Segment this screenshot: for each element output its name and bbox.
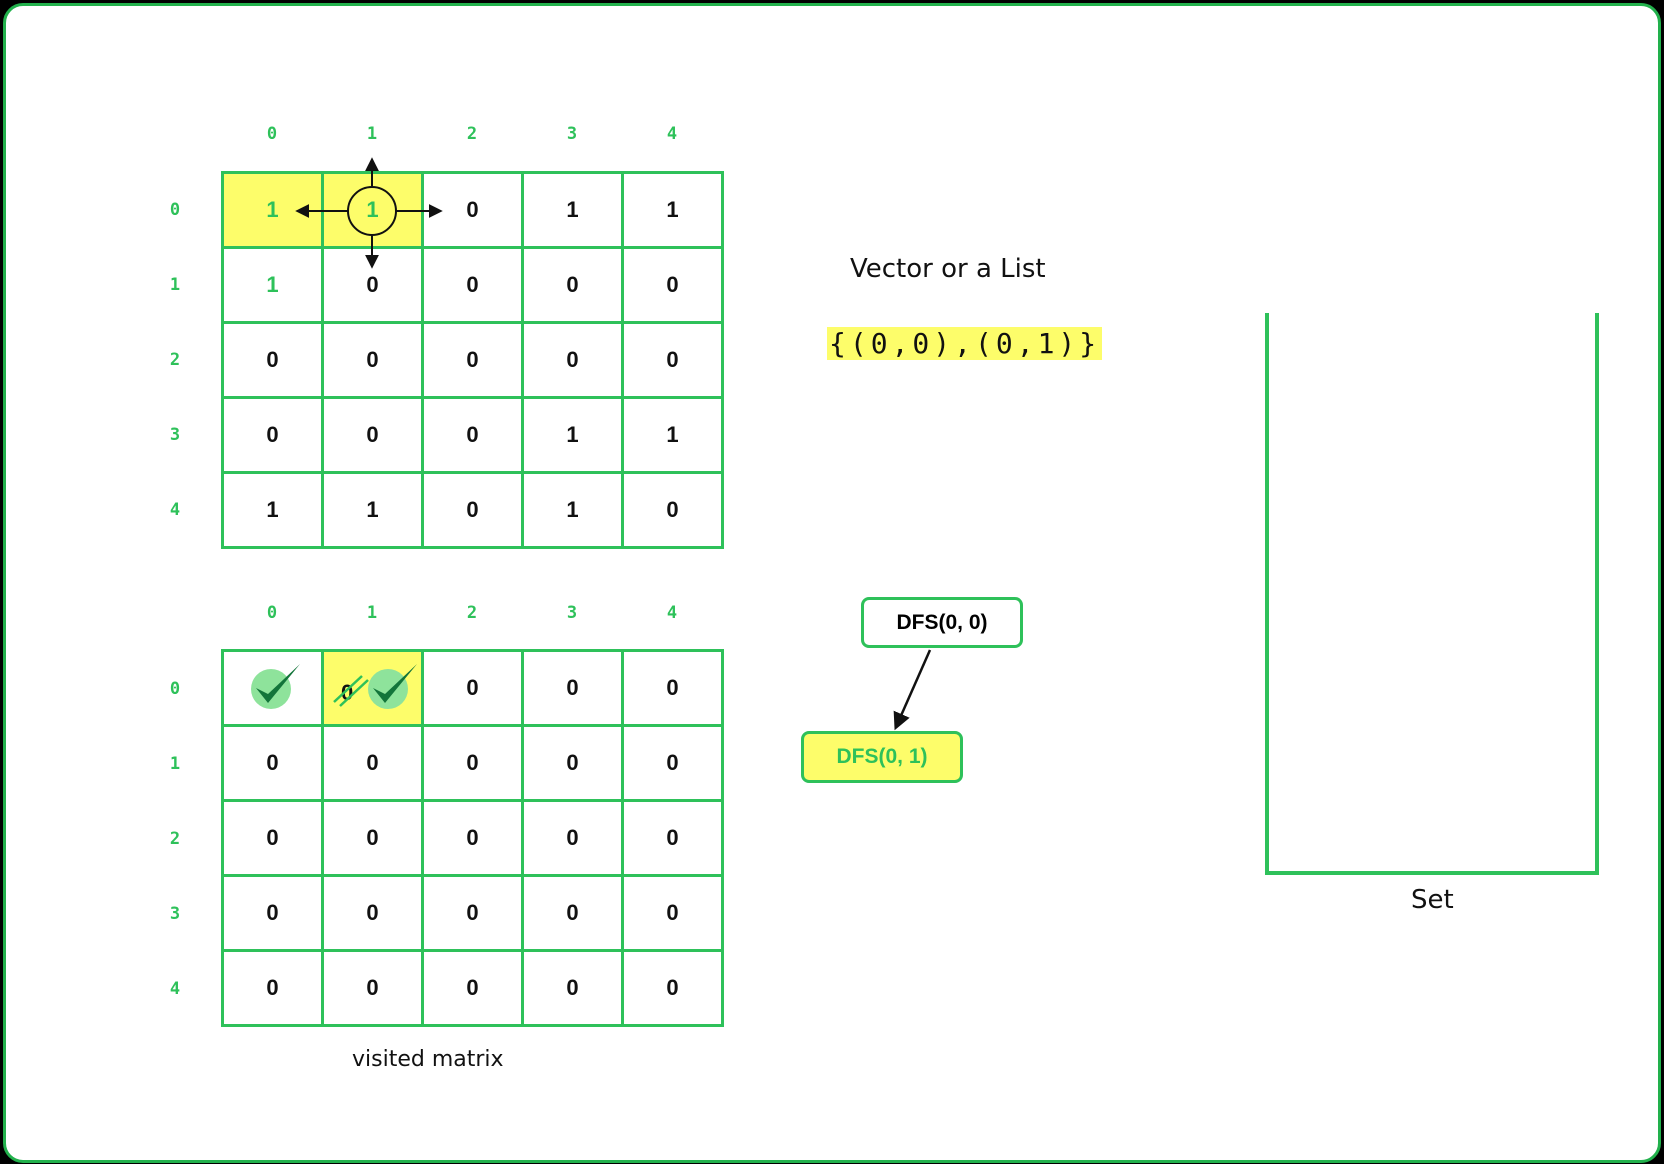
visited-cell: 0	[224, 952, 324, 1027]
visited-cell	[224, 652, 324, 727]
visited-row-header: 2	[169, 829, 181, 849]
visited-cell: 0	[524, 727, 624, 802]
vector-title: Vector or a List	[850, 254, 1046, 284]
grid-cell: 1	[224, 249, 324, 324]
grid-cell: 0	[524, 249, 624, 324]
visited-col-header: 2	[466, 603, 478, 623]
visited-cell: 0	[624, 877, 724, 952]
top-row-header: 2	[169, 350, 181, 370]
grid-cell: 1	[224, 474, 324, 549]
visited-cell: 0	[524, 952, 624, 1027]
visited-cell: 0	[624, 802, 724, 877]
grid-cell: 0	[624, 249, 724, 324]
grid-cell: 0	[424, 174, 524, 249]
visited-cell: 0	[624, 652, 724, 727]
visited-cell: 0	[324, 877, 424, 952]
grid-cell: 0	[424, 399, 524, 474]
grid-cell: 0	[324, 324, 424, 399]
visited-col-header: 4	[666, 603, 678, 623]
visited-col-header: 1	[366, 603, 378, 623]
grid-cell: 0	[624, 324, 724, 399]
grid-cell: 1	[324, 474, 424, 549]
visited-cell: 0	[424, 727, 524, 802]
dfs-edge	[893, 649, 932, 731]
top-col-header: 2	[466, 124, 478, 144]
dfs-node-parent: DFS(0, 0)	[861, 597, 1023, 648]
grid-cell: 1	[624, 174, 724, 249]
grid-cell: 0	[424, 249, 524, 324]
top-col-header: 0	[266, 124, 278, 144]
visited-cell: 0	[324, 952, 424, 1027]
visited-cell: 0	[524, 802, 624, 877]
visited-cell: 0	[424, 802, 524, 877]
grid-cell: 1	[524, 174, 624, 249]
grid-cell: 0	[624, 474, 724, 549]
visited-row-header: 4	[169, 979, 181, 999]
visited-row-header: 1	[169, 754, 181, 774]
top-col-header: 1	[366, 124, 378, 144]
set-container	[1265, 313, 1599, 875]
top-row-header: 4	[169, 500, 181, 520]
visited-cell: 0	[424, 652, 524, 727]
visited-cell: 0	[324, 802, 424, 877]
grid-cell: 0	[224, 324, 324, 399]
visited-cell: 0	[224, 877, 324, 952]
check-icon	[368, 664, 417, 709]
grid-cell: 1	[624, 399, 724, 474]
grid-cell: 1	[524, 399, 624, 474]
visited-cell: 0	[224, 727, 324, 802]
grid-cell: 0	[424, 474, 524, 549]
visited-grid: 0 0 0 0 0 0 0 0 0 0 0 0 0 0 0 0 0 0 0 0 …	[221, 649, 724, 1027]
visited-matrix-caption: visited matrix	[352, 1047, 504, 1072]
visited-row-header: 0	[169, 679, 181, 699]
visited-cell: 0	[424, 877, 524, 952]
grid-cell: 0	[424, 324, 524, 399]
grid-cell: 1	[524, 474, 624, 549]
direction-arrows-icon	[295, 157, 443, 269]
visited-col-header: 0	[266, 603, 278, 623]
grid-cell: 0	[324, 399, 424, 474]
visited-cell: 0	[224, 802, 324, 877]
top-row-header: 1	[169, 275, 181, 295]
top-col-header: 4	[666, 124, 678, 144]
visited-cell: 0	[424, 952, 524, 1027]
visited-col-header: 3	[566, 603, 578, 623]
strike-icon: 0	[333, 675, 369, 707]
dfs-node-child: DFS(0, 1)	[801, 731, 963, 783]
visited-cell: 0	[524, 652, 624, 727]
visited-cell: 0	[324, 727, 424, 802]
visited-row-header: 3	[169, 904, 181, 924]
input-grid: 1 1 0 1 1 1 0 0 0 0 0 0 0 0 0 0 0 0 1 1 …	[221, 171, 724, 549]
visited-cell: 0	[524, 877, 624, 952]
top-row-header: 0	[169, 200, 181, 220]
vector-value: {(0,0),(0,1)}	[827, 327, 1103, 360]
check-icon	[251, 664, 300, 709]
set-label: Set	[1411, 885, 1454, 915]
grid-cell: 0	[324, 249, 424, 324]
grid-cell: 0	[524, 324, 624, 399]
top-row-header: 3	[169, 425, 181, 445]
visited-cell: 0	[624, 952, 724, 1027]
grid-cell: 0	[224, 399, 324, 474]
visited-cell: 0	[624, 727, 724, 802]
top-col-header: 3	[566, 124, 578, 144]
